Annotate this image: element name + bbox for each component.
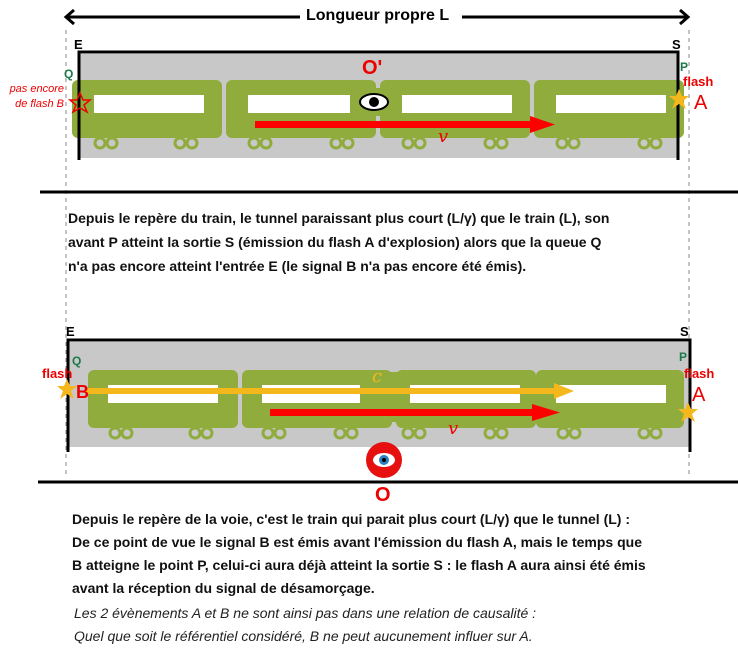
observer-train-label: O' bbox=[362, 57, 383, 79]
eye-icon-train bbox=[350, 88, 398, 116]
velocity-arrow-2 bbox=[270, 404, 560, 421]
label-E-2: E bbox=[66, 324, 75, 339]
label-P-1: P bbox=[680, 60, 689, 74]
text-line: B atteigne le point P, celui-ci aura déj… bbox=[72, 557, 646, 573]
velocity-label-1: v bbox=[438, 126, 449, 147]
star-icon-a1 bbox=[669, 89, 689, 109]
no-flash-b-note: pas encore de flash B bbox=[2, 82, 64, 112]
tunnel-1-walls bbox=[77, 50, 680, 160]
label-E-1: E bbox=[74, 37, 83, 52]
event-b-label: B bbox=[76, 382, 89, 402]
velocity-label-2: v bbox=[448, 418, 459, 439]
flash-b-label: flash bbox=[42, 366, 73, 381]
light-speed-label: c bbox=[372, 366, 383, 387]
dashed-guides bbox=[65, 30, 690, 478]
event-a-label-2: A bbox=[692, 384, 706, 406]
text-line: De ce point de vue le signal B est émis … bbox=[72, 534, 642, 550]
note-line: pas encore bbox=[9, 83, 64, 95]
proper-length-label: Longueur propre L bbox=[302, 7, 454, 25]
train-2 bbox=[88, 370, 684, 440]
observer-eye-icon bbox=[366, 442, 402, 478]
length-arrow bbox=[63, 8, 691, 26]
paragraph-train-frame: Depuis le repère du train, le tunnel par… bbox=[68, 206, 609, 278]
conclusion: Les 2 évènements A et B ne sont ainsi pa… bbox=[74, 602, 536, 648]
flash-a-label-2: flash bbox=[684, 366, 715, 381]
text-line: avant P atteint la sortie S (émission du… bbox=[68, 234, 602, 250]
star-icon-b bbox=[57, 379, 77, 399]
label-S-1: S bbox=[672, 37, 681, 52]
label-S-2: S bbox=[680, 324, 689, 339]
event-a-label-1: A bbox=[694, 92, 708, 114]
label-Q-1: Q bbox=[64, 67, 74, 81]
flash-a-label-1: flash bbox=[683, 74, 714, 89]
star-icon-a2 bbox=[678, 402, 698, 422]
star-outline-icon bbox=[67, 91, 93, 114]
velocity-arrow-1 bbox=[255, 116, 555, 133]
tunnel-2-walls bbox=[66, 338, 692, 452]
text-line: Les 2 évènements A et B ne sont ainsi pa… bbox=[74, 605, 537, 621]
text-line: Depuis le repère de la voie, c'est le tr… bbox=[72, 511, 630, 527]
paragraph-track-frame: Depuis le repère de la voie, c'est le tr… bbox=[72, 508, 646, 600]
label-Q-2: Q bbox=[72, 354, 82, 368]
text-line: Depuis le repère du train, le tunnel par… bbox=[68, 210, 610, 226]
note-line: de flash B bbox=[15, 98, 64, 110]
text-line: avant la réception du signal de désamorç… bbox=[72, 580, 375, 596]
light-arrow-c bbox=[86, 383, 574, 399]
label-P-2: P bbox=[679, 350, 688, 364]
text-line: Quel que soit le référentiel considéré, … bbox=[74, 628, 533, 644]
text-line: n'a pas encore atteint l'entrée E (le si… bbox=[68, 258, 527, 274]
observer-track-label: O bbox=[375, 484, 391, 506]
